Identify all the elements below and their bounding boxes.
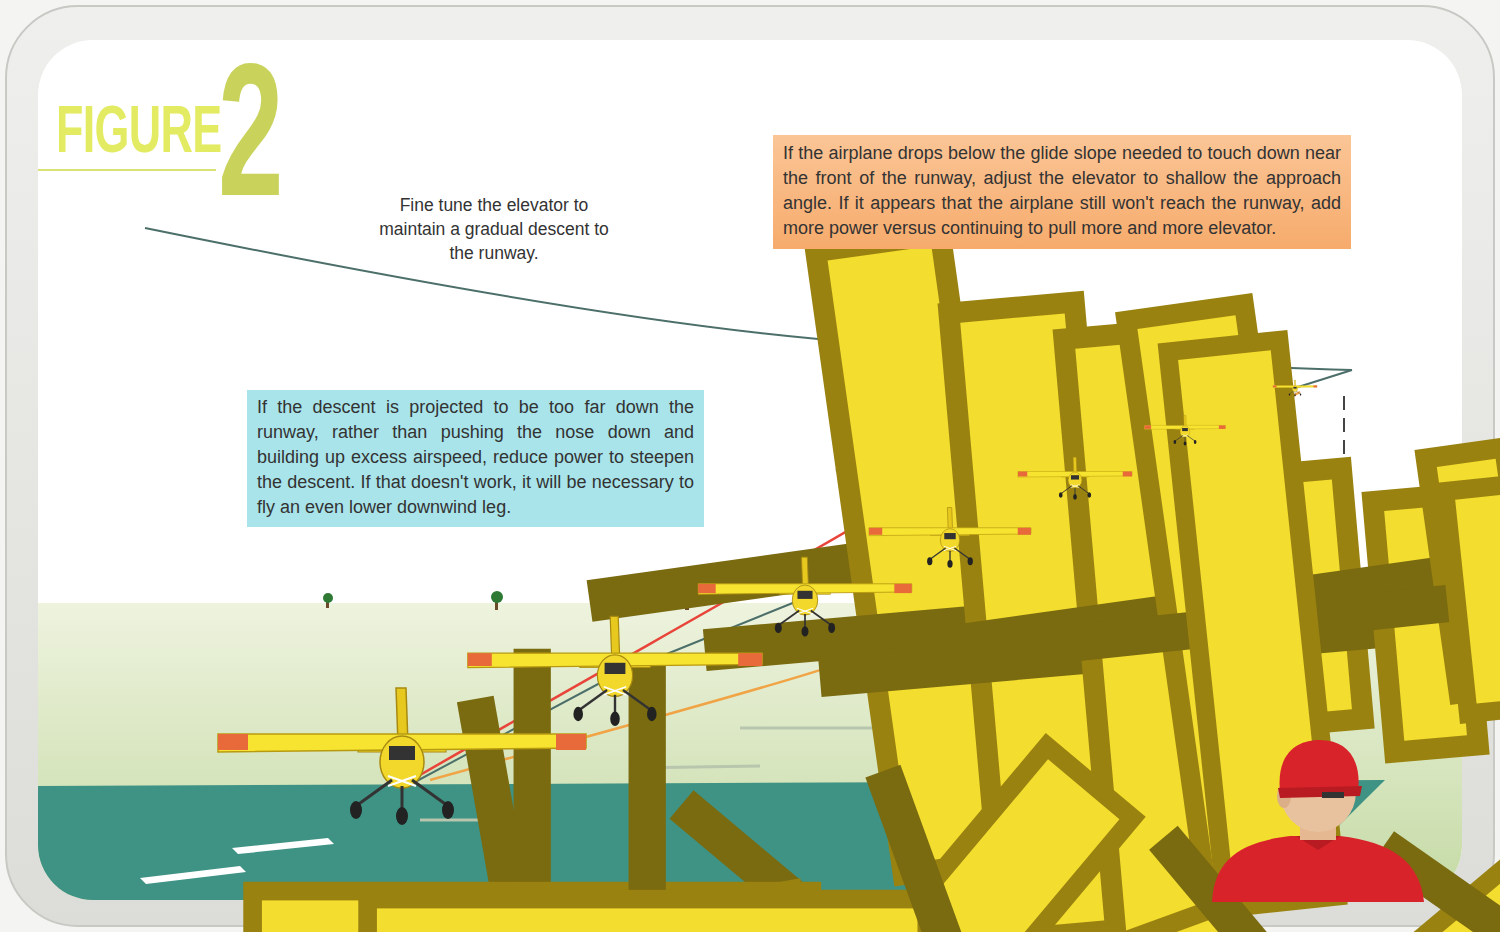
instruction-note: Fine tune the elevator to maintain a gra… <box>378 193 610 265</box>
figure-title: FIGURE <box>56 96 221 162</box>
callout-box: If the airplane drops below the glide sl… <box>773 135 1351 249</box>
runway-stripe <box>140 866 246 884</box>
figure-number: 2 <box>218 34 284 224</box>
approach-planes <box>218 380 1317 825</box>
callout-box: If the descent is projected to be too fa… <box>247 390 704 527</box>
pilot <box>1212 740 1424 902</box>
callout-text: If the descent is projected to be too fa… <box>257 395 694 520</box>
runway-stripe <box>232 838 334 854</box>
downwind-planes <box>200 196 1500 932</box>
title-rule <box>38 169 216 171</box>
callout-text: If the airplane drops below the glide sl… <box>783 141 1341 241</box>
